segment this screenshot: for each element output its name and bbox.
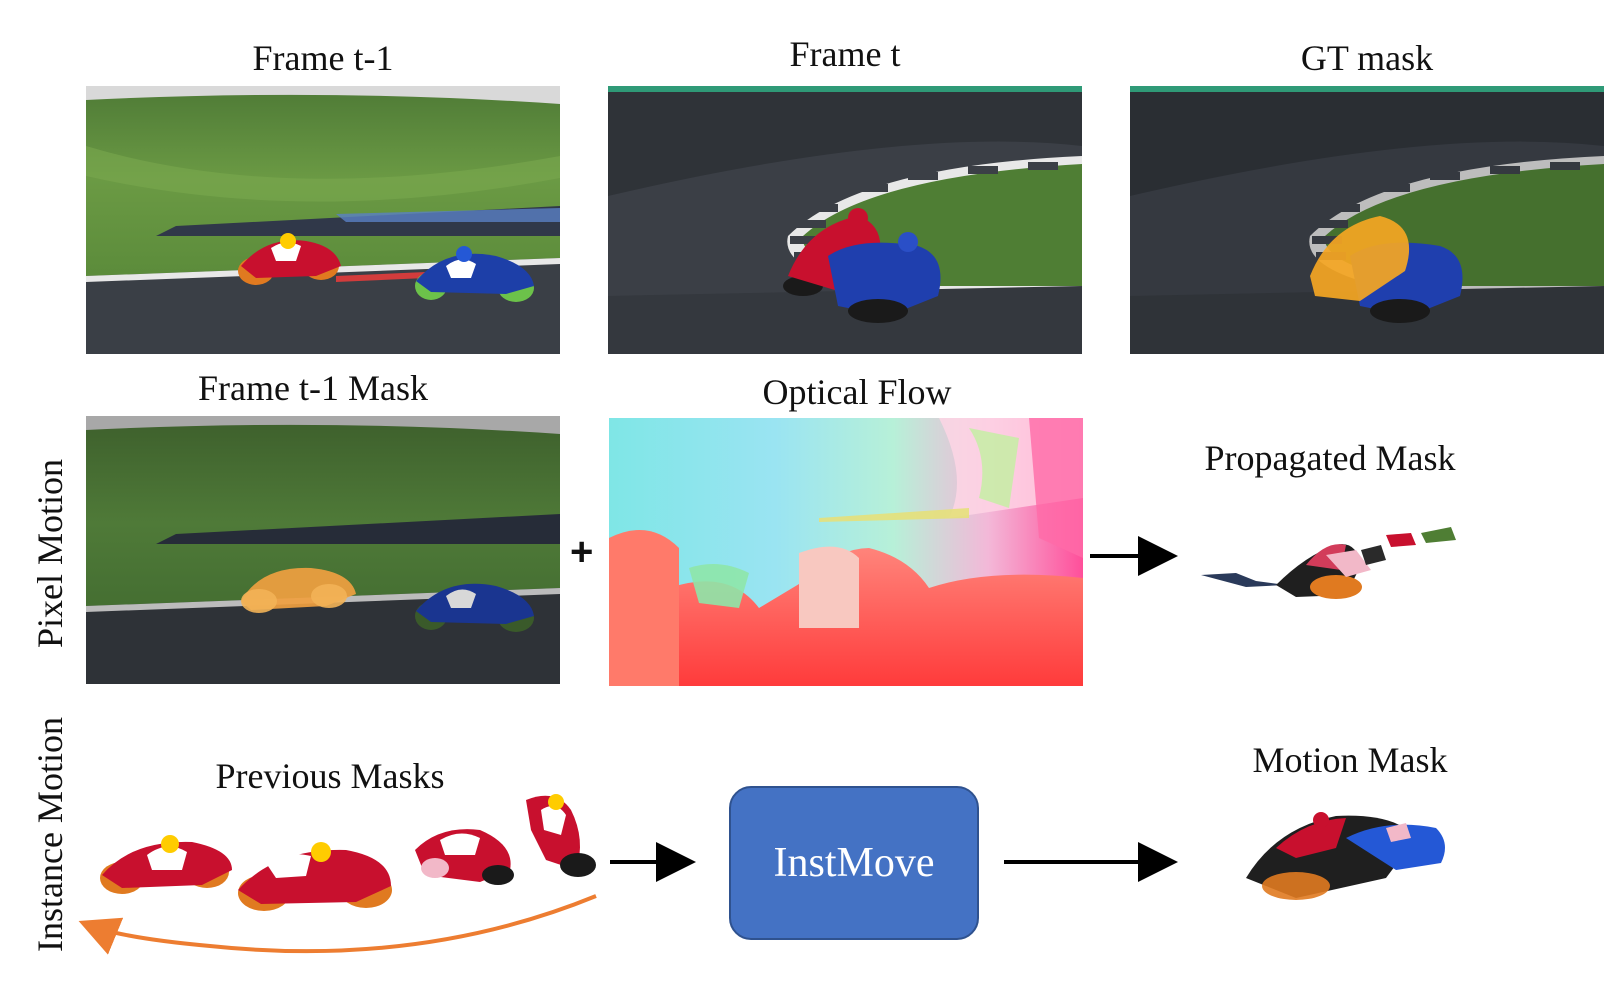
frame-prev-mask-image bbox=[86, 416, 560, 684]
previous-mask-2 bbox=[226, 838, 396, 918]
frame-prev-image bbox=[86, 86, 560, 354]
optical-flow-title: Optical Flow bbox=[762, 372, 952, 412]
previous-masks-title: Previous Masks bbox=[215, 756, 445, 796]
gt-mask-image bbox=[1130, 86, 1604, 354]
previous-mask-1 bbox=[92, 830, 242, 900]
motion-mask-title: Motion Mask bbox=[1252, 740, 1448, 780]
previous-mask-4 bbox=[516, 790, 606, 880]
frame-prev-title: Frame t-1 bbox=[252, 38, 394, 78]
pixel-motion-label: Pixel Motion bbox=[30, 458, 70, 648]
motion-mask-image bbox=[1236, 808, 1456, 908]
frame-cur-image bbox=[608, 86, 1082, 354]
plus-operator: + bbox=[570, 530, 594, 574]
instmove-label: InstMove bbox=[773, 840, 935, 886]
frame-prev-mask-title: Frame t-1 Mask bbox=[198, 368, 428, 408]
gt-mask-title: GT mask bbox=[1300, 38, 1434, 78]
previous-mask-3 bbox=[410, 820, 520, 890]
optical-flow-image bbox=[609, 418, 1083, 686]
propagated-mask-image bbox=[1196, 525, 1486, 625]
frame-cur-title: Frame t bbox=[789, 34, 901, 74]
instance-motion-label: Instance Motion bbox=[30, 717, 70, 952]
propagated-mask-title: Propagated Mask bbox=[1204, 438, 1456, 478]
instmove-module: InstMove bbox=[729, 786, 979, 940]
